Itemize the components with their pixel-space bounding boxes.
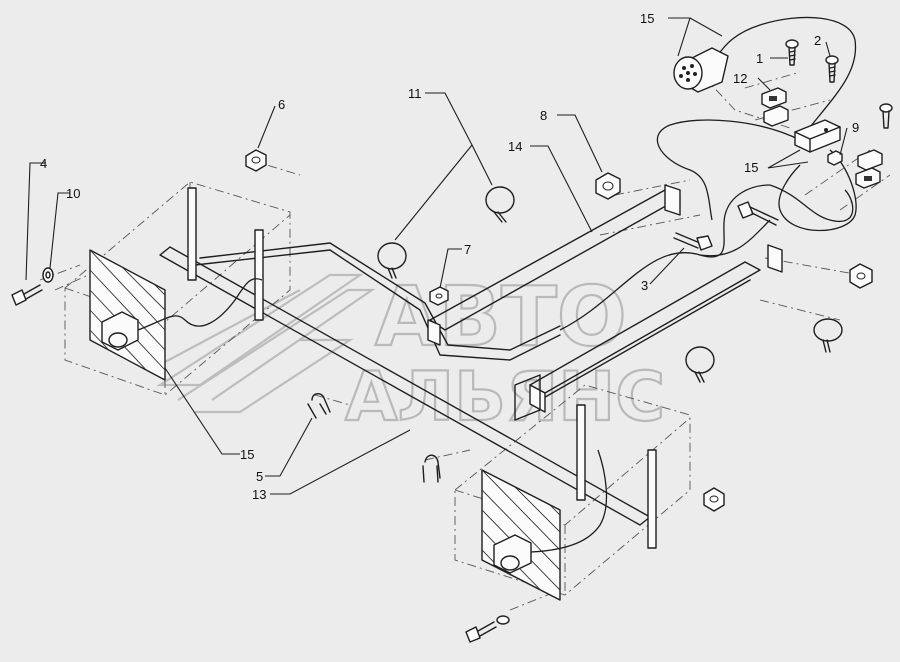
callout-3: 3 — [641, 278, 648, 293]
leader-lines — [25, 17, 848, 495]
nut-right — [849, 263, 873, 289]
screw-1 — [785, 39, 799, 66]
u-bolts-5 — [307, 393, 441, 483]
callout-labels: 15 1 2 12 9 15 11 6 8 14 4 10 7 3 15 5 1… — [40, 11, 859, 502]
right-lamp-assembly — [481, 449, 608, 601]
callout-15-lamp: 15 — [240, 447, 254, 462]
callout-2: 2 — [814, 33, 821, 48]
nut-9 — [827, 150, 843, 166]
callout-14: 14 — [508, 139, 522, 154]
bolt-3 — [673, 232, 713, 251]
screw-9-top — [879, 103, 893, 129]
watermark-text-line2: АЛЬЯНС — [345, 358, 665, 437]
clamp-12 — [761, 87, 789, 127]
callout-13: 13 — [252, 487, 266, 502]
frame-bar-14 — [427, 184, 783, 421]
junction-box — [794, 119, 841, 153]
callout-4: 4 — [40, 156, 47, 171]
callout-1: 1 — [756, 51, 763, 66]
screw-2 — [825, 55, 839, 83]
mounting-strips — [187, 187, 657, 549]
bolt-right-long — [737, 201, 779, 226]
callout-9: 9 — [852, 120, 859, 135]
connector-plug — [673, 47, 729, 93]
callout-7: 7 — [464, 242, 471, 257]
callout-12: 12 — [733, 71, 747, 86]
callout-8: 8 — [540, 108, 547, 123]
left-lamp-assembly — [89, 249, 263, 381]
nut-8 — [595, 172, 621, 200]
callout-15-junction: 15 — [744, 160, 758, 175]
wiring-harness — [559, 16, 857, 331]
nut-6 — [245, 149, 267, 172]
callout-6: 6 — [278, 97, 285, 112]
bolt-bottom — [465, 615, 510, 643]
watermark-logo: АВТО АЛЬЯНС — [149, 269, 666, 438]
callout-11: 11 — [408, 86, 422, 101]
washer-10 — [42, 267, 54, 283]
callout-10: 10 — [66, 186, 80, 201]
hose-clamps-11 — [377, 186, 843, 383]
nut-bottom — [703, 487, 725, 512]
bolt-4 — [11, 284, 43, 306]
clamp-9 — [855, 149, 883, 189]
callout-5: 5 — [256, 469, 263, 484]
callout-15-plug: 15 — [640, 11, 654, 26]
